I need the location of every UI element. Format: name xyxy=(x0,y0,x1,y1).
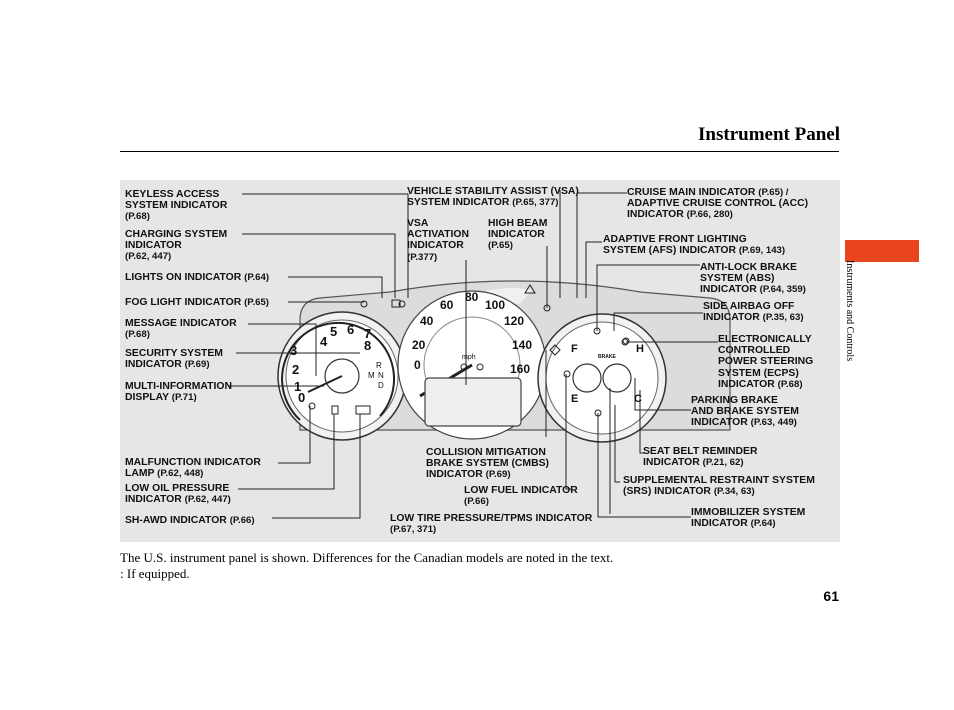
label-message: MESSAGE INDICATOR(P.68) xyxy=(125,318,237,341)
speed-60: 60 xyxy=(440,298,454,312)
equipment-note: : If equipped. xyxy=(120,566,190,581)
speed-120: 120 xyxy=(504,314,525,328)
label-fog-light: FOG LIGHT INDICATOR (P.65) xyxy=(125,297,269,308)
tach-number-0: 0 xyxy=(298,390,306,405)
tach-number-7: 7 xyxy=(364,326,372,341)
speed-100: 100 xyxy=(485,298,506,312)
cmbs-icon xyxy=(549,344,561,356)
label-low-fuel: LOW FUEL INDICATOR(P.66) xyxy=(464,485,578,508)
speed-160: 160 xyxy=(510,362,531,376)
speed-unit: mph xyxy=(462,354,476,361)
low-fuel-icon xyxy=(563,370,571,378)
speed-40: 40 xyxy=(420,314,434,328)
oil-pressure-icon xyxy=(331,405,339,415)
speedometer xyxy=(397,288,547,440)
section-tab-label: Instruments and Controls xyxy=(844,260,855,362)
charging-icon xyxy=(398,300,406,308)
speed-20: 20 xyxy=(412,338,426,352)
tach-number-8: 8 xyxy=(364,338,372,353)
fuel-full-mark: F xyxy=(571,343,578,355)
tach-number-4: 4 xyxy=(320,334,328,349)
tach-number-2: 2 xyxy=(292,362,300,377)
tach-number-5: 5 xyxy=(330,324,338,339)
ecps-icon xyxy=(622,337,630,345)
instrument-cluster-drawing xyxy=(228,190,731,519)
title-rule xyxy=(120,151,839,152)
label-srs: SUPPLEMENTAL RESTRAINT SYSTEM(SRS) INDIC… xyxy=(623,475,815,498)
gear-d: D xyxy=(378,381,384,390)
section-tab xyxy=(845,240,919,262)
fog-light-icon xyxy=(360,300,368,308)
shawd-icon xyxy=(355,405,371,415)
multi-information-display xyxy=(424,377,522,427)
speed-0: 0 xyxy=(414,358,421,372)
label-lights-on: LIGHTS ON INDICATOR (P.64) xyxy=(125,272,270,283)
temp-hot-mark: H xyxy=(636,343,644,355)
fuel-empty-mark: E xyxy=(571,393,579,405)
instrument-panel-figure: 5 6 7 4 3 2 1 0 8 R N D M 0 20 40 60 80 … xyxy=(120,180,840,542)
brake-lamp-text: BRAKE xyxy=(598,354,616,360)
gear-n: N xyxy=(378,371,384,380)
message-icon xyxy=(391,299,401,308)
label-shawd: SH-AWD INDICATOR (P.66) xyxy=(125,515,255,526)
page-title: Instrument Panel xyxy=(698,124,840,145)
fuel-temp-gauge xyxy=(537,313,667,443)
speed-80: 80 xyxy=(465,290,479,304)
vsa-warning-icon xyxy=(524,284,536,294)
temp-cold-mark: C xyxy=(634,393,642,405)
tach-number-3: 3 xyxy=(290,343,298,358)
label-tpms: LOW TIRE PRESSURE/TPMS INDICATOR(P.67, 3… xyxy=(390,513,593,536)
gear-m: M xyxy=(368,371,375,380)
tach-number-6: 6 xyxy=(347,322,355,337)
figure-caption: The U.S. instrument panel is shown. Diff… xyxy=(120,550,614,565)
label-cruise-acc: CRUISE MAIN INDICATOR (P.65) /ADAPTIVE C… xyxy=(627,187,809,221)
malfunction-icon xyxy=(308,402,316,410)
speed-140: 140 xyxy=(512,338,533,352)
page-number: 61 xyxy=(823,588,839,604)
gear-r: R xyxy=(376,361,382,370)
label-vsa-system: VEHICLE STABILITY ASSIST (VSA)SYSTEM IND… xyxy=(407,186,579,209)
tach-number-1: 1 xyxy=(294,379,302,394)
